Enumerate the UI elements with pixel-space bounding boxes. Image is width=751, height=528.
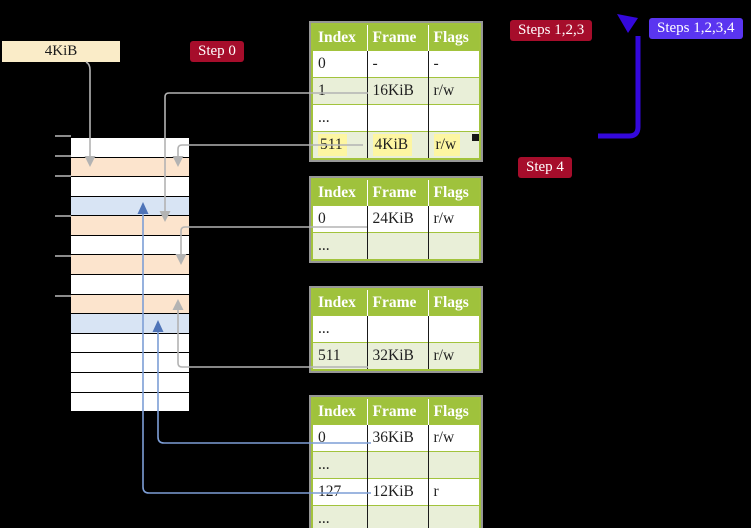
cell-index: 0 [313,424,368,452]
cell-index: 1 [313,77,368,105]
table-row: ... [313,505,479,528]
arrowhead-up-left-icon [617,14,638,33]
cell-index: 511 [313,131,368,158]
cell-flags: r/w [428,205,479,233]
table-row: 511 4KiB r/w [313,131,479,158]
cell-frame [367,451,429,479]
cell-index: 127 [313,478,368,506]
memory-frame-row [71,293,189,314]
cell-flags [428,232,479,259]
badge-steps-1-2-3: Steps 1,2,3 [510,20,593,41]
cell-frame: - [367,50,429,78]
memory-frame-row [71,332,189,353]
address-tick [55,295,71,297]
cell-index: 511 [313,342,368,369]
column-header: Frame [367,290,429,316]
address-tick [55,135,71,137]
column-header: Flags [428,399,479,425]
cell-flags: r [428,478,479,506]
cell-frame [367,104,429,132]
memory-frame-row [71,195,189,216]
frame-size-text: 4KiB [44,43,78,59]
address-tick [55,215,71,217]
cell-flags [428,104,479,132]
cell-index: ... [313,315,368,343]
highlighted-value: 511 [318,134,347,156]
table-row: ... [313,451,479,479]
memory-frame-row [71,254,189,275]
column-header: Frame [367,399,429,425]
memory-frame-row [71,234,189,255]
cell-index: ... [313,505,368,528]
cell-flags: r/w [428,77,479,105]
frame-size-label: 4KiB [2,41,120,62]
cell-index: 0 [313,50,368,78]
memory-frame-row [71,138,189,157]
column-header: Flags [428,290,479,316]
memory-frame-row [71,274,189,294]
address-tick [55,255,71,257]
table-row: ... [313,232,479,259]
memory-frame-row [71,215,189,235]
column-header: Index [313,25,368,51]
cell-flags [428,315,479,343]
column-header: Flags [428,180,479,206]
table-row: ... [313,104,479,132]
cell-frame: 4KiB [367,131,429,158]
highlighted-value: r/w [433,134,461,156]
cell-flags: r/w [428,342,479,369]
cell-frame [367,505,429,528]
cell-flags: r/w [428,424,479,452]
table-row: 0-- [313,50,479,78]
column-header: Flags [428,25,479,51]
memory-frame-row [71,156,189,177]
cell-index: ... [313,232,368,259]
column-header: Frame [367,25,429,51]
cell-flags [428,505,479,528]
cell-frame [367,232,429,259]
cell-index: ... [313,451,368,479]
memory-frame-row [71,352,189,372]
highlighted-value: 4KiB [372,134,413,156]
cell-frame: 32KiB [367,342,429,369]
memory-frame-row [71,176,189,196]
memory-frame-row [71,313,189,333]
table-row: ... [313,315,479,343]
cell-index: 0 [313,205,368,233]
cell-frame [367,315,429,343]
badge-step-4: Step 4 [518,157,572,178]
cell-flags: r/w [428,131,479,158]
cell-frame: 12KiB [367,478,429,506]
address-tick [55,155,71,157]
memory-frame-row [71,391,189,412]
physical-memory-strip [70,137,190,412]
column-header: Index [313,290,368,316]
cell-frame: 36KiB [367,424,429,452]
column-header: Index [313,180,368,206]
cell-frame: 16KiB [367,77,429,105]
cell-flags: - [428,50,479,78]
recursive-loop-arrow [598,36,641,139]
memory-frame-row [71,371,189,392]
address-tick [55,175,71,177]
badge-step-0: Step 0 [190,41,244,62]
cell-flags [428,451,479,479]
column-header: Frame [367,180,429,206]
cell-index: ... [313,104,368,132]
cell-frame: 24KiB [367,205,429,233]
column-header: Index [313,399,368,425]
badge-steps-1-2-3-4: Steps 1,2,3,4 [649,18,743,39]
